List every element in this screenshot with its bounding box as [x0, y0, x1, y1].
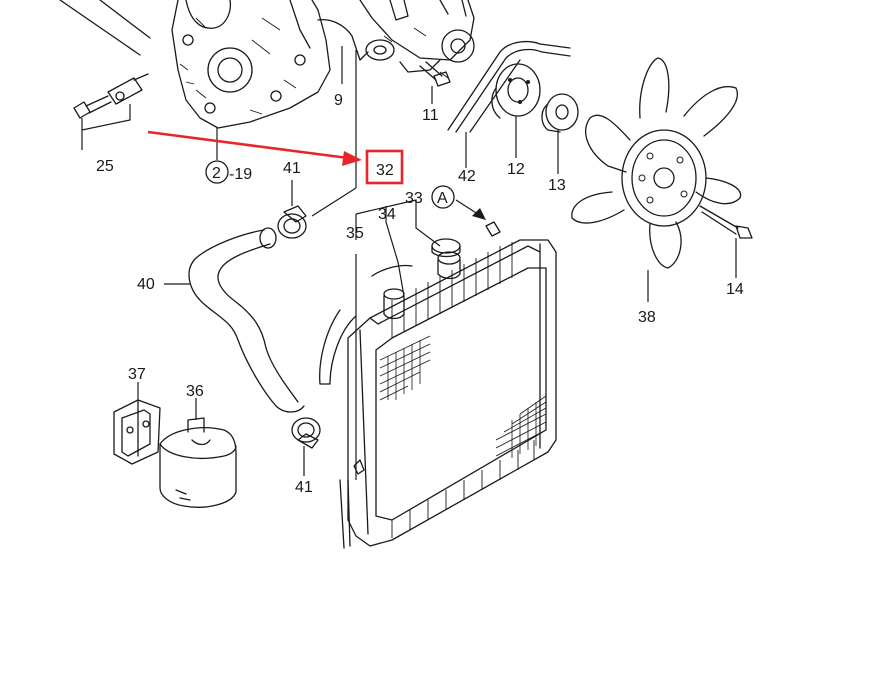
label-12: 12 [507, 161, 525, 178]
label-13: 13 [548, 177, 566, 194]
label-9: 9 [334, 92, 343, 109]
label-32: 32 [376, 162, 394, 179]
bolt-11 [419, 61, 451, 104]
radiator-hose [188, 227, 305, 413]
label-42: 42 [458, 168, 476, 185]
hose-clamp-bottom [291, 417, 321, 476]
label-19-suffix: -19 [229, 166, 252, 183]
view-a-arrowhead [472, 208, 486, 220]
water-pump [317, 0, 475, 79]
highlight-arrow-line [147, 130, 349, 160]
label-41-top: 41 [283, 160, 301, 177]
label-view-a: A [437, 190, 448, 207]
highlight-box [365, 149, 404, 185]
bolt-14 [699, 205, 753, 278]
leader-34 [385, 206, 405, 297]
pulley-12 [491, 63, 541, 119]
leader-33 [415, 210, 441, 247]
radiator [319, 221, 557, 549]
v-belt [447, 40, 571, 133]
reservoir-tank [159, 398, 237, 508]
timing-cover [59, 0, 331, 129]
label-36: 36 [186, 383, 204, 400]
label-38: 38 [638, 309, 656, 326]
bolt-25 [73, 73, 149, 150]
label-34: 34 [378, 206, 396, 223]
view-a-marker [431, 185, 455, 209]
circle-marker-19 [205, 160, 229, 184]
label-41-bottom: 41 [295, 479, 313, 496]
label-33: 33 [405, 190, 423, 207]
leader-41-to-32 [311, 187, 357, 217]
label-37: 37 [128, 366, 146, 383]
leader-bracket-32 [355, 199, 417, 215]
bracket-37 [113, 382, 161, 465]
hose-clamp-top [277, 180, 307, 239]
label-40: 40 [137, 276, 155, 293]
label-25: 25 [96, 158, 114, 175]
label-14: 14 [726, 281, 744, 298]
cooling-fan [571, 57, 742, 269]
label-11: 11 [422, 107, 439, 124]
label-19-circle: 2 [212, 165, 221, 182]
highlight-arrowhead [342, 151, 362, 166]
spacer-13 [541, 93, 579, 133]
label-35: 35 [346, 225, 364, 242]
